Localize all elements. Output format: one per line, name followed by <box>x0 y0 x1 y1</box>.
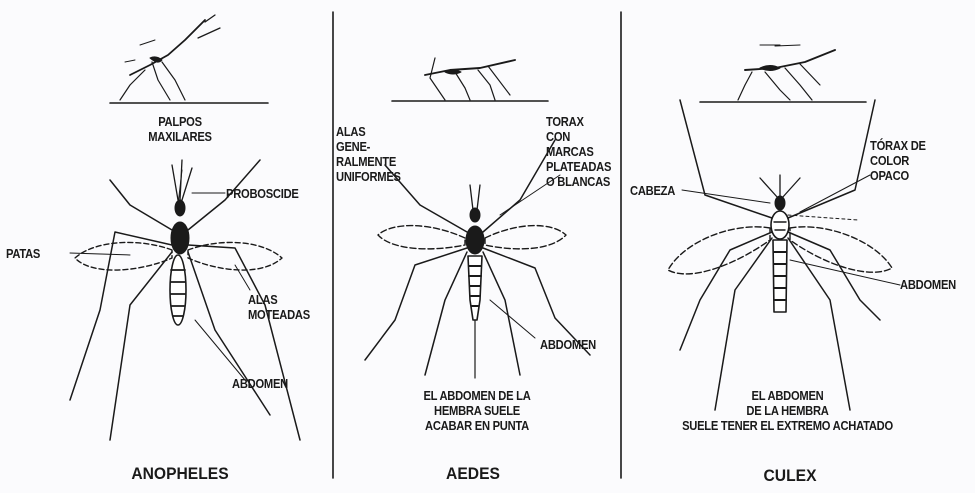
culex-abdomen-note: EL ABDOMEN DE LA HEMBRA SUELE TENER EL E… <box>661 388 915 433</box>
aedes-genus-title: AEDES <box>422 466 523 481</box>
aedes-abdomen-note: EL ABDOMEN DE LA HEMBRA SUELE ACABAR EN … <box>409 388 545 433</box>
anopheles-wings-label: ALAS MOTEADAS <box>248 292 310 322</box>
culex-thorax-label: TÓRAX DE COLOR OPACO <box>870 138 926 183</box>
anopheles-legs-label: PATAS <box>6 246 40 261</box>
aedes-wings-label: ALAS GENE- RALMENTE UNIFORMES <box>336 124 401 184</box>
anopheles-left-wing <box>75 242 172 270</box>
aedes-right-wing <box>485 226 566 249</box>
anopheles-genus-title: ANOPHELES <box>116 466 245 481</box>
culex-right-wing <box>790 227 892 272</box>
anopheles-resting-posture <box>110 15 268 103</box>
culex-resting-posture <box>700 45 866 102</box>
anopheles-abdomen-label: ABDOMEN <box>232 376 288 391</box>
aedes-thorax-label: TORAX CON MARCAS PLATEADAS O BLANCAS <box>546 114 611 189</box>
aedes-abdomen-label: ABDOMEN <box>540 337 596 352</box>
aedes-left-wing <box>378 226 465 249</box>
culex-genus-title: CULEX <box>739 468 840 483</box>
culex-abdomen-label: ABDOMEN <box>900 277 956 292</box>
culex-left-wing <box>668 227 770 274</box>
culex-head-label: CABEZA <box>630 183 675 198</box>
culex-mosquito <box>668 100 900 410</box>
anopheles-proboscis-label: PROBOSCIDE <box>226 186 299 201</box>
aedes-resting-posture <box>392 58 548 101</box>
anopheles-palps-label: PALPOS MAXILARES <box>128 114 231 144</box>
